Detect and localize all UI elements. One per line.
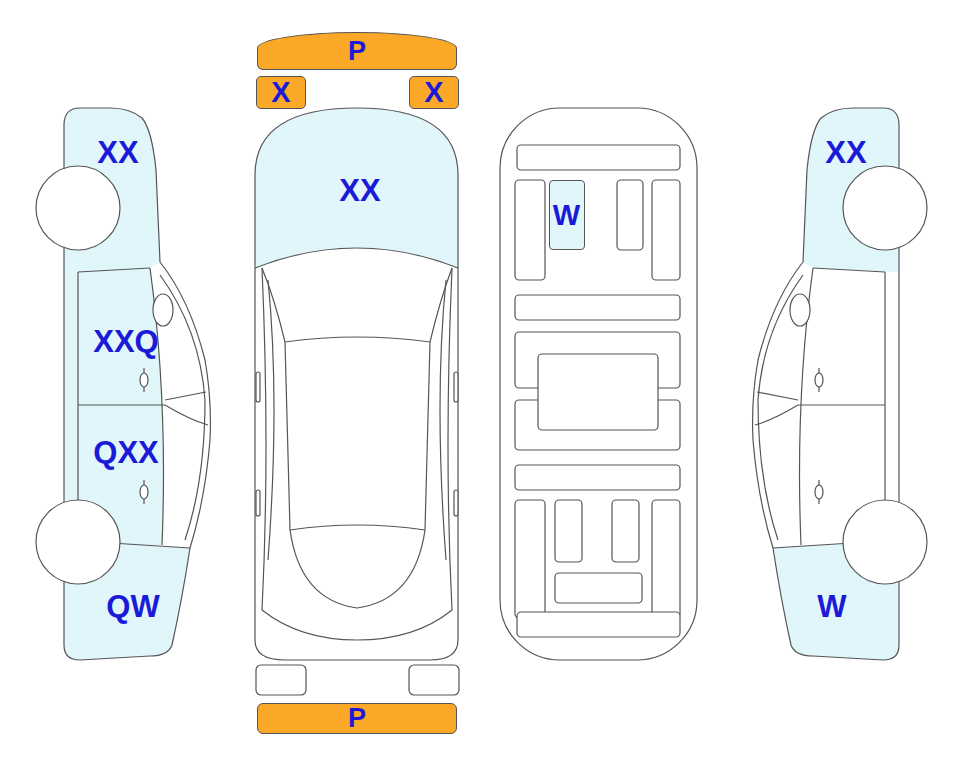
underbody-panel: W (549, 180, 585, 250)
part-code: P (348, 38, 366, 65)
head-lamp: X (409, 76, 459, 109)
front-bumper: P (257, 32, 457, 70)
part-code: X (424, 78, 443, 107)
damage-code: W (817, 591, 846, 622)
tail-lamp (256, 665, 306, 695)
rear-bumper: P (257, 703, 457, 734)
part-code: P (348, 705, 366, 732)
damage-code: XXQ (93, 326, 158, 357)
tail-lamp (409, 665, 459, 695)
part-code: X (271, 78, 290, 107)
damage-code: XX (97, 137, 138, 168)
damage-code: QXX (93, 437, 158, 468)
head-lamp: X (256, 76, 306, 109)
damage-code: XX (339, 175, 380, 206)
left-side-view (36, 108, 210, 660)
underside-view (500, 108, 697, 660)
part-code: W (553, 201, 580, 230)
damage-code: QW (106, 591, 159, 622)
top-view (255, 108, 459, 695)
right-side-view (753, 108, 927, 660)
damage-code: XX (825, 137, 866, 168)
